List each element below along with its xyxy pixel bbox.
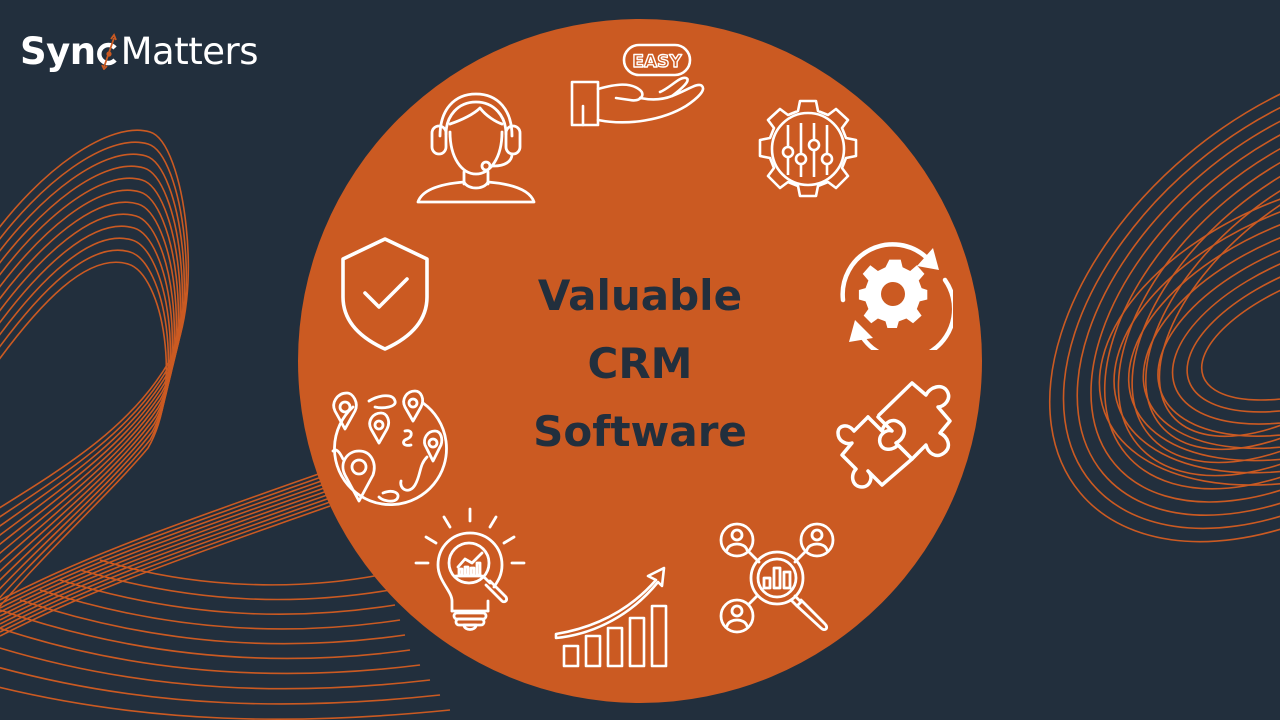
gear-sync-icon — [835, 238, 953, 350]
puzzle-pieces-icon — [834, 375, 959, 497]
settings-gear-sliders-icon — [750, 95, 866, 207]
globe-location-pins-icon — [323, 385, 448, 510]
easy-hand-icon: EASY — [568, 42, 713, 132]
headline: Valuable CRM Software — [440, 262, 840, 466]
left-wave-bundle — [0, 129, 190, 608]
people-analytics-magnifier-icon — [717, 520, 842, 638]
brand-logo[interactable]: Syn Matters — [20, 28, 258, 74]
headline-line-3: Software — [533, 407, 747, 456]
brand-c-mark-icon — [96, 32, 120, 71]
brand-name-part1: Syn — [20, 29, 96, 73]
growth-bar-chart-icon — [552, 562, 677, 670]
right-wave-bundle — [1048, 57, 1280, 543]
easy-label: EASY — [632, 52, 682, 72]
customer-support-headset-icon — [410, 84, 540, 206]
brand-name-part2: Matters — [120, 29, 259, 73]
lightbulb-analytics-icon — [410, 505, 532, 635]
left-lower-arcs — [0, 559, 451, 720]
headline-line-2: CRM — [587, 339, 693, 388]
headline-line-1: Valuable — [537, 271, 743, 320]
shield-check-icon — [335, 235, 435, 353]
